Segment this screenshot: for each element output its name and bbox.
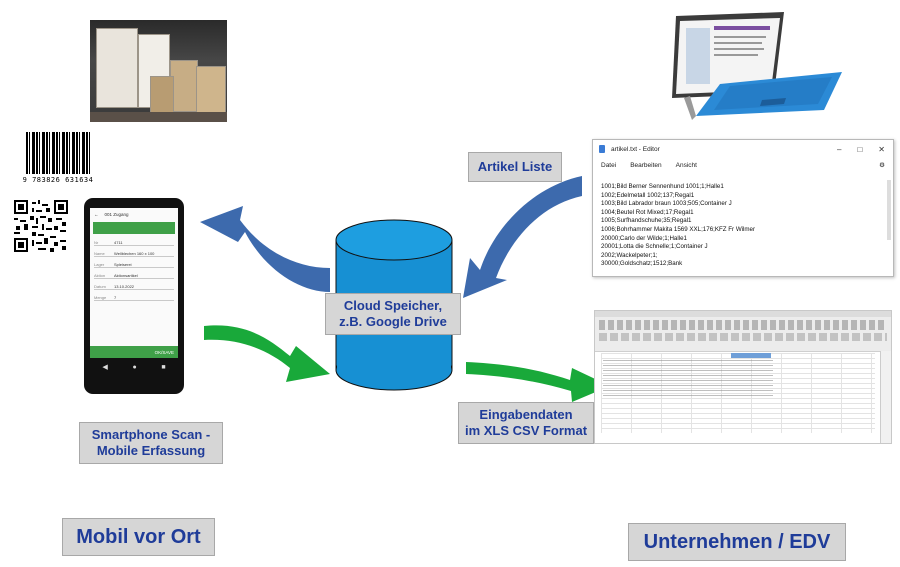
editor-line: 1005;Surfhandschuhe;35;Regal1 [601, 217, 692, 225]
menu-datei[interactable]: Datei [601, 161, 617, 169]
close-icon[interactable]: ✕ [878, 144, 885, 154]
smartphone-label-line2: Mobile Erfassung [96, 443, 206, 458]
editor-scrollbar[interactable] [887, 180, 891, 240]
laptop-image [672, 12, 842, 120]
editor-line: 30000;Goldschatz;1512;Bank [601, 260, 683, 268]
mobil-label-text: Mobil vor Ort [76, 525, 201, 548]
smartphone-scan-label: Smartphone Scan - Mobile Erfassung [79, 422, 223, 464]
menu-ansicht[interactable]: Ansicht [675, 161, 697, 169]
unternehmen-edv-label: Unternehmen / EDV [628, 523, 846, 561]
barcode-image: 9 783826 631634 [22, 132, 94, 184]
editor-line: 1006;Bohrhammer Makita 1569 XXL;176;KFZ … [601, 225, 756, 233]
arrow-cloud-to-phone [200, 206, 330, 292]
editor-title: artikel.txt - Editor [611, 145, 660, 153]
arrow-editor-to-cloud [463, 176, 582, 298]
mobil-vor-ort-label: Mobil vor Ort [62, 518, 215, 556]
editor-line: 20001;Lotta die Schnelle;1;Container J [601, 243, 708, 251]
artikel-liste-label: Artikel Liste [468, 152, 562, 182]
notepad-icon [599, 145, 605, 153]
spreadsheet-toolbar [595, 311, 891, 352]
editor-window: artikel.txt - Editor – □ ✕ Datei Bearbei… [592, 139, 894, 277]
eingabe-label-line2: im XLS CSV Format [464, 423, 588, 438]
settings-icon[interactable]: ⚙ [879, 162, 885, 169]
spreadsheet-window [594, 310, 892, 444]
maximize-icon[interactable]: □ [857, 144, 863, 154]
smartphone-label-line1: Smartphone Scan - [91, 426, 211, 442]
arrow-phone-to-cloud [204, 325, 330, 382]
minimize-icon[interactable]: – [837, 144, 842, 154]
editor-line: 1003;Bild Labrador braun 1003;505;Contai… [601, 200, 732, 208]
editor-line: 20000;Carlo der Wilde;1;Halle1 [601, 234, 687, 242]
barcode-digits: 9 783826 631634 [22, 176, 94, 184]
spreadsheet-sidebar [880, 351, 891, 443]
spreadsheet-grid[interactable] [601, 353, 875, 433]
cloud-storage-label: Cloud Speicher, z.B. Google Drive [325, 293, 461, 335]
artikel-liste-text: Artikel Liste [477, 158, 553, 174]
qr-code-image [14, 200, 68, 252]
cloud-label-line2: z.B. Google Drive [339, 314, 447, 329]
editor-line: 1002;Edelmetall 1002;137;Regal1 [601, 191, 695, 199]
eingabendaten-label: Eingabendaten im XLS CSV Format [458, 402, 594, 444]
editor-line: 1004;Beutel Rot Mixed;17;Regal1 [601, 208, 694, 216]
unternehmen-label-text: Unternehmen / EDV [643, 530, 831, 553]
warehouse-photo [90, 20, 227, 122]
eingabe-label-line1: Eingabendaten [479, 406, 573, 422]
editor-line: 2002;Wackelpeter;1; [601, 251, 658, 259]
menu-bearbeiten[interactable]: Bearbeiten [630, 161, 662, 169]
cloud-label-line1: Cloud Speicher, [343, 297, 443, 313]
editor-line: 1001;Bild Berner Sennenhund 1001;1;Halle… [601, 183, 724, 190]
editor-text-area[interactable]: 1001;Bild Berner Sennenhund 1001;1;Halle… [593, 180, 893, 276]
arrow-cloud-to-sheet [466, 362, 610, 402]
